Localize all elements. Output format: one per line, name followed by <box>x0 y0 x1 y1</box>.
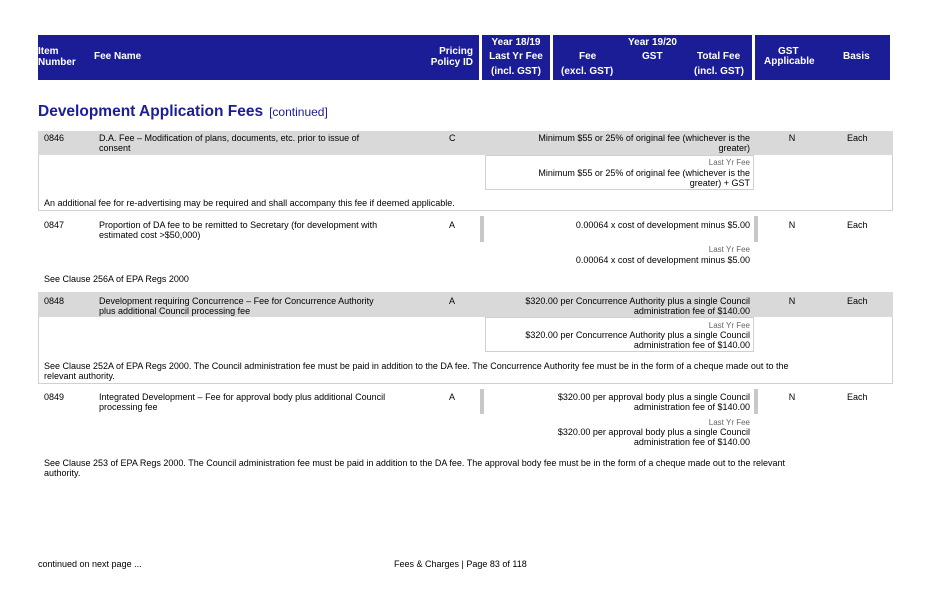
row-pricing-policy: A <box>449 392 456 402</box>
header-year-prev: Year 18/19 <box>491 37 541 48</box>
row-note-line2: relevant authority. <box>44 371 115 381</box>
row-fee-line2: administration fee of $140.00 <box>633 402 750 412</box>
row-basis: Each <box>847 220 868 230</box>
row-item-number: 0846 <box>44 133 65 143</box>
row-item-number: 0848 <box>44 296 65 306</box>
header-total-incl: (incl. GST) <box>694 66 744 77</box>
header-gst: GST <box>642 51 663 62</box>
header-last-yr-fee: Last Yr Fee <box>489 51 543 62</box>
row-fee-line1: 0.00064 x cost of development minus $5.0… <box>575 220 750 230</box>
row-note-line1: See Clause 252A of EPA Regs 2000. The Co… <box>44 361 789 371</box>
row-note-line2: authority. <box>44 468 81 478</box>
section-title: Development Application Fees [continued] <box>38 103 328 121</box>
row-fee-name-line1: D.A. Fee – Modification of plans, docume… <box>99 133 360 143</box>
row-last-yr-fee-line2: greater) + GST <box>689 178 750 188</box>
row-note-line1: See Clause 253 of EPA Regs 2000. The Cou… <box>44 458 785 468</box>
section-continued: [continued] <box>269 105 328 119</box>
row-item-number: 0849 <box>44 392 65 402</box>
row-last-yr-fee-line1: $320.00 per Concurrence Authority plus a… <box>525 330 750 340</box>
header-item-number-line2: Number <box>38 57 76 68</box>
row-fee-name-line2: estimated cost >$50,000) <box>99 230 201 240</box>
row-last-yr-fee-line1: 0.00064 x cost of development minus $5.0… <box>575 255 750 265</box>
row-last-yr-label: Last Yr Fee <box>708 418 750 427</box>
row-gst-applicable: N <box>788 296 796 306</box>
fee-row-0848-band <box>38 292 893 317</box>
row-basis: Each <box>847 296 868 306</box>
row-fee-name-line2: processing fee <box>99 402 158 412</box>
row-fee-name-line2: plus additional Council processing fee <box>99 306 251 316</box>
row-last-yr-fee-line2: administration fee of $140.00 <box>633 437 750 447</box>
header-pricing-policy-line1: Pricing <box>439 46 473 57</box>
row-fee-line1: $320.00 per approval body plus a single … <box>557 392 750 402</box>
row-last-yr-box <box>485 155 754 190</box>
row-gst-applicable: N <box>788 220 796 230</box>
row-pricing-policy: A <box>449 296 456 306</box>
row-note: An additional fee for re-advertising may… <box>44 198 455 208</box>
row-pricing-policy: C <box>449 133 456 143</box>
row-divider-right <box>754 389 758 414</box>
row-basis: Each <box>847 392 868 402</box>
row-pricing-policy: A <box>449 220 456 230</box>
header-fee-name: Fee Name <box>94 51 142 62</box>
row-divider-right <box>754 216 758 242</box>
row-gst-applicable: N <box>788 133 796 143</box>
header-basis: Basis <box>843 51 870 62</box>
row-fee-name-line1: Proportion of DA fee to be remitted to S… <box>99 220 378 230</box>
row-fee-line2: administration fee of $140.00 <box>633 306 750 316</box>
row-last-yr-label: Last Yr Fee <box>708 321 750 330</box>
header-gst-applicable-line1: GST <box>778 46 799 57</box>
row-fee-name-line1: Integrated Development – Fee for approva… <box>99 392 386 402</box>
header-fee-name-block: Item Number Fee Name Pricing Policy ID <box>38 35 479 80</box>
section-title-text: Development Application Fees <box>38 103 264 120</box>
header-pricing-policy-line2: Policy ID <box>430 57 473 68</box>
row-last-yr-fee-line2: administration fee of $140.00 <box>633 340 750 350</box>
header-gst-applicable-line2: Applicable <box>764 56 815 67</box>
header-fee-excl: (excl. GST) <box>561 66 614 77</box>
row-last-yr-label: Last Yr Fee <box>708 158 750 167</box>
header-last-yr-incl: (incl. GST) <box>491 66 541 77</box>
header-gst-applicable-block: GST Applicable Basis <box>755 35 890 80</box>
row-gst-applicable: N <box>788 392 796 402</box>
header-fee: Fee <box>579 51 597 62</box>
row-divider-left <box>480 389 484 414</box>
fee-row-0846-band <box>38 131 893 155</box>
row-last-yr-fee-line1: $320.00 per approval body plus a single … <box>557 427 750 437</box>
header-year-curr-block: Year 19/20 Fee (excl. GST) GST Total Fee… <box>553 35 752 80</box>
row-last-yr-box <box>485 317 754 352</box>
row-divider-left <box>480 216 484 242</box>
footer-continued: continued on next page ... <box>38 559 142 569</box>
row-fee-name-line1: Development requiring Concurrence – Fee … <box>99 296 374 306</box>
row-fee-line1: $320.00 per Concurrence Authority plus a… <box>525 296 750 306</box>
header-year-curr: Year 19/20 <box>628 37 677 48</box>
row-note: See Clause 256A of EPA Regs 2000 <box>44 274 189 284</box>
header-total-fee: Total Fee <box>697 51 741 62</box>
row-fee-line2: greater) <box>718 143 750 153</box>
header-year-prev-block: Year 18/19 Last Yr Fee (incl. GST) <box>482 35 550 80</box>
row-last-yr-label: Last Yr Fee <box>708 245 750 254</box>
row-basis: Each <box>847 133 868 143</box>
row-last-yr-fee-line1: Minimum $55 or 25% of original fee (whic… <box>538 168 750 178</box>
row-fee-name-line2: consent <box>99 143 131 153</box>
header-item-number-line1: Item <box>38 46 59 57</box>
footer-page-number: Fees & Charges | Page 83 of 118 <box>394 559 527 569</box>
row-fee-line1: Minimum $55 or 25% of original fee (whic… <box>538 133 750 143</box>
row-item-number: 0847 <box>44 220 65 230</box>
